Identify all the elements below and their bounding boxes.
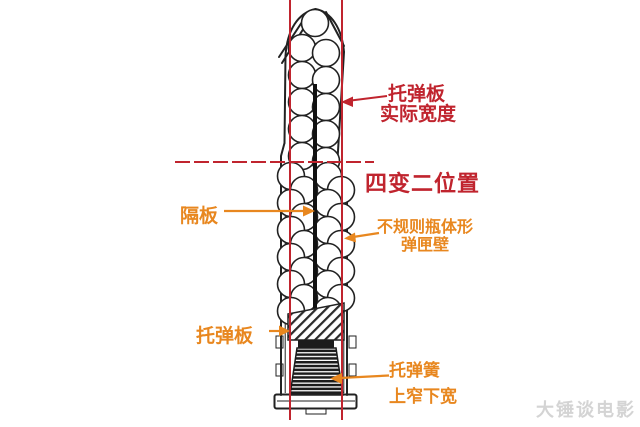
magazine-wall-label-line2: 弹匣壁 bbox=[400, 237, 449, 254]
leader-arrows bbox=[224, 95, 390, 384]
follower-arrow bbox=[269, 325, 290, 337]
baseplate bbox=[273, 393, 358, 415]
magazine-wall-arrow bbox=[344, 231, 380, 243]
four-to-two-label: 四变二位置 bbox=[365, 171, 481, 196]
divider-arrow bbox=[224, 205, 315, 217]
cartridge-stack bbox=[276, 8, 356, 326]
spring-label-line2: 上窄下宽 bbox=[389, 387, 457, 406]
follower-width-label-line1: 托弹板 bbox=[388, 84, 446, 105]
follower-label: 托弹板 bbox=[196, 326, 254, 347]
divider-label: 隔板 bbox=[180, 206, 219, 227]
follower-width-label: 托弹板 实际宽度 bbox=[380, 85, 456, 125]
spring-arrow bbox=[330, 373, 390, 384]
magazine-spring bbox=[289, 340, 344, 396]
spring-label-line1: 托弹簧 bbox=[389, 361, 440, 380]
magazine-wall-label: 不规则瓶体形 弹匣壁 bbox=[370, 219, 480, 255]
spring-label: 托弹簧 上窄下宽 bbox=[389, 358, 457, 410]
follower-width-arrow bbox=[341, 95, 388, 107]
magazine-wall-label-line1: 不规则瓶体形 bbox=[376, 219, 473, 236]
watermark-text: 大锤谈电影 bbox=[536, 400, 636, 420]
follower-width-label-line2: 实际宽度 bbox=[380, 104, 457, 125]
